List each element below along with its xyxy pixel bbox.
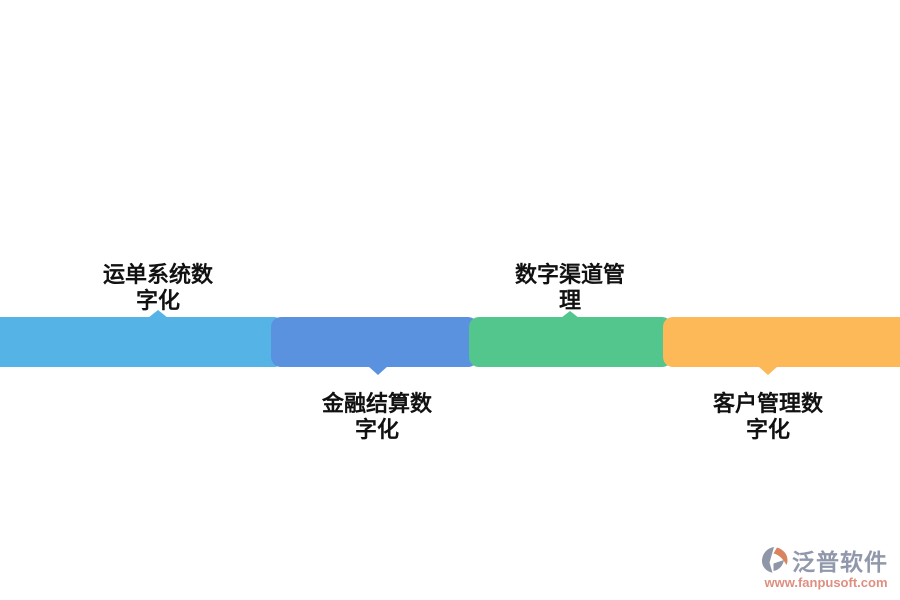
fanpu-logo-icon	[760, 545, 790, 575]
label-line: 理	[558, 288, 581, 313]
callout-pointer-up-segment-3	[561, 311, 579, 318]
label-financial-settlement-digitalization: 金融结算数 字化	[267, 391, 487, 443]
label-customer-management-digitalization: 客户管理数 字化	[658, 391, 878, 443]
label-line: 客户管理数	[712, 391, 823, 416]
label-line: 运单系统数	[102, 262, 213, 287]
segment-financial-settlement-digitalization	[271, 317, 478, 367]
label-line: 字化	[135, 288, 180, 313]
watermark-brand-text: 泛普软件	[792, 549, 888, 575]
segment-customer-management-digitalization	[663, 317, 900, 367]
label-line: 字化	[354, 417, 399, 442]
label-line: 金融结算数	[321, 391, 432, 416]
label-line: 数字渠道管	[514, 262, 625, 287]
callout-pointer-down-segment-2	[368, 366, 388, 375]
label-freight-doc-digitalization: 运单系统数 字化	[48, 262, 268, 314]
callout-pointer-up-segment-1	[148, 310, 168, 318]
segment-digital-channel-management	[469, 317, 672, 367]
label-line: 字化	[745, 417, 790, 442]
watermark: 泛普软件 www.fanpusoft.com	[760, 543, 892, 590]
callout-pointer-down-segment-4	[758, 366, 778, 375]
label-digital-channel-management: 数字渠道管 理	[460, 262, 680, 314]
watermark-url-text: www.fanpusoft.com	[764, 575, 888, 590]
segment-freight-doc-digitalization	[0, 317, 284, 367]
